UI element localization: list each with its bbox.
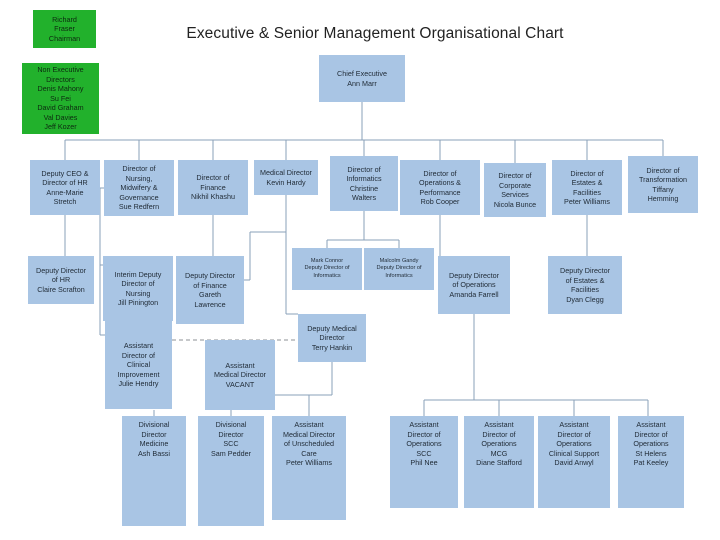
- assistant-director-clinical-improvement-box: Assistant Director of Clinical Improveme…: [105, 321, 172, 409]
- director-transformation-box: Director of Transformation Tiffany Hemmi…: [628, 156, 698, 213]
- assistant-medical-director-unscheduled-care-box: Assistant Medical Director of Unschedule…: [272, 416, 346, 520]
- deputy-director-finance-box: Deputy Director of Finance Gareth Lawren…: [176, 256, 244, 324]
- director-corporate-box: Director of Corporate Services Nicola Bu…: [484, 163, 546, 217]
- assistant-medical-director-vacant-box: Assistant Medical Director VACANT: [205, 340, 275, 410]
- director-informatics-box: Director of Informatics Christine Walter…: [330, 156, 398, 211]
- assistant-director-operations-clinical-support-box: Assistant Director of Operations Clinica…: [538, 416, 610, 508]
- divisional-director-scc-box: Divisional Director SCC Sam Pedder: [198, 416, 264, 526]
- deputy-director-hr-box: Deputy Director of HR Claire Scrafton: [28, 256, 94, 304]
- deputy-director-estates-box: Deputy Director of Estates & Facilities …: [548, 256, 622, 314]
- assistant-director-operations-scc-box: Assistant Director of Operations SCC Phi…: [390, 416, 458, 508]
- deputy-ceo-hr-box: Deputy CEO & Director of HR Anne-Marie S…: [30, 160, 100, 215]
- director-operations-box: Director of Operations & Performance Rob…: [400, 160, 480, 215]
- assistant-director-operations-mcg-box: Assistant Director of Operations MCG Dia…: [464, 416, 534, 508]
- director-estates-box: Director of Estates & Facilities Peter W…: [552, 160, 622, 215]
- divisional-director-medicine-box: Divisional Director Medicine Ash Bassi: [122, 416, 186, 526]
- assistant-director-operations-st-helens-box: Assistant Director of Operations St Hele…: [618, 416, 684, 508]
- chief-executive-box: Chief Executive Ann Marr: [319, 55, 405, 102]
- deputy-director-informatics-1-box: Mark Connor Deputy Director of Informati…: [292, 248, 362, 290]
- chairman-box: Richard Fraser Chairman: [33, 10, 96, 48]
- deputy-director-nursing-box: Interim Deputy Director of Nursing Jill …: [103, 256, 173, 321]
- deputy-director-informatics-2-box: Malcolm Gandy Deputy Director of Informa…: [364, 248, 434, 290]
- deputy-medical-director-box: Deputy Medical Director Terry Hankin: [298, 314, 366, 362]
- page-title: Executive & Senior Management Organisati…: [186, 25, 564, 42]
- non-executive-directors-box: Non Executive Directors Denis Mahony Su …: [22, 63, 99, 134]
- director-nursing-box: Director of Nursing, Midwifery & Governa…: [104, 160, 174, 216]
- medical-director-box: Medical Director Kevin Hardy: [254, 160, 318, 195]
- deputy-director-operations-box: Deputy Director of Operations Amanda Far…: [438, 256, 510, 314]
- director-finance-box: Director of Finance Nikhil Khashu: [178, 160, 248, 215]
